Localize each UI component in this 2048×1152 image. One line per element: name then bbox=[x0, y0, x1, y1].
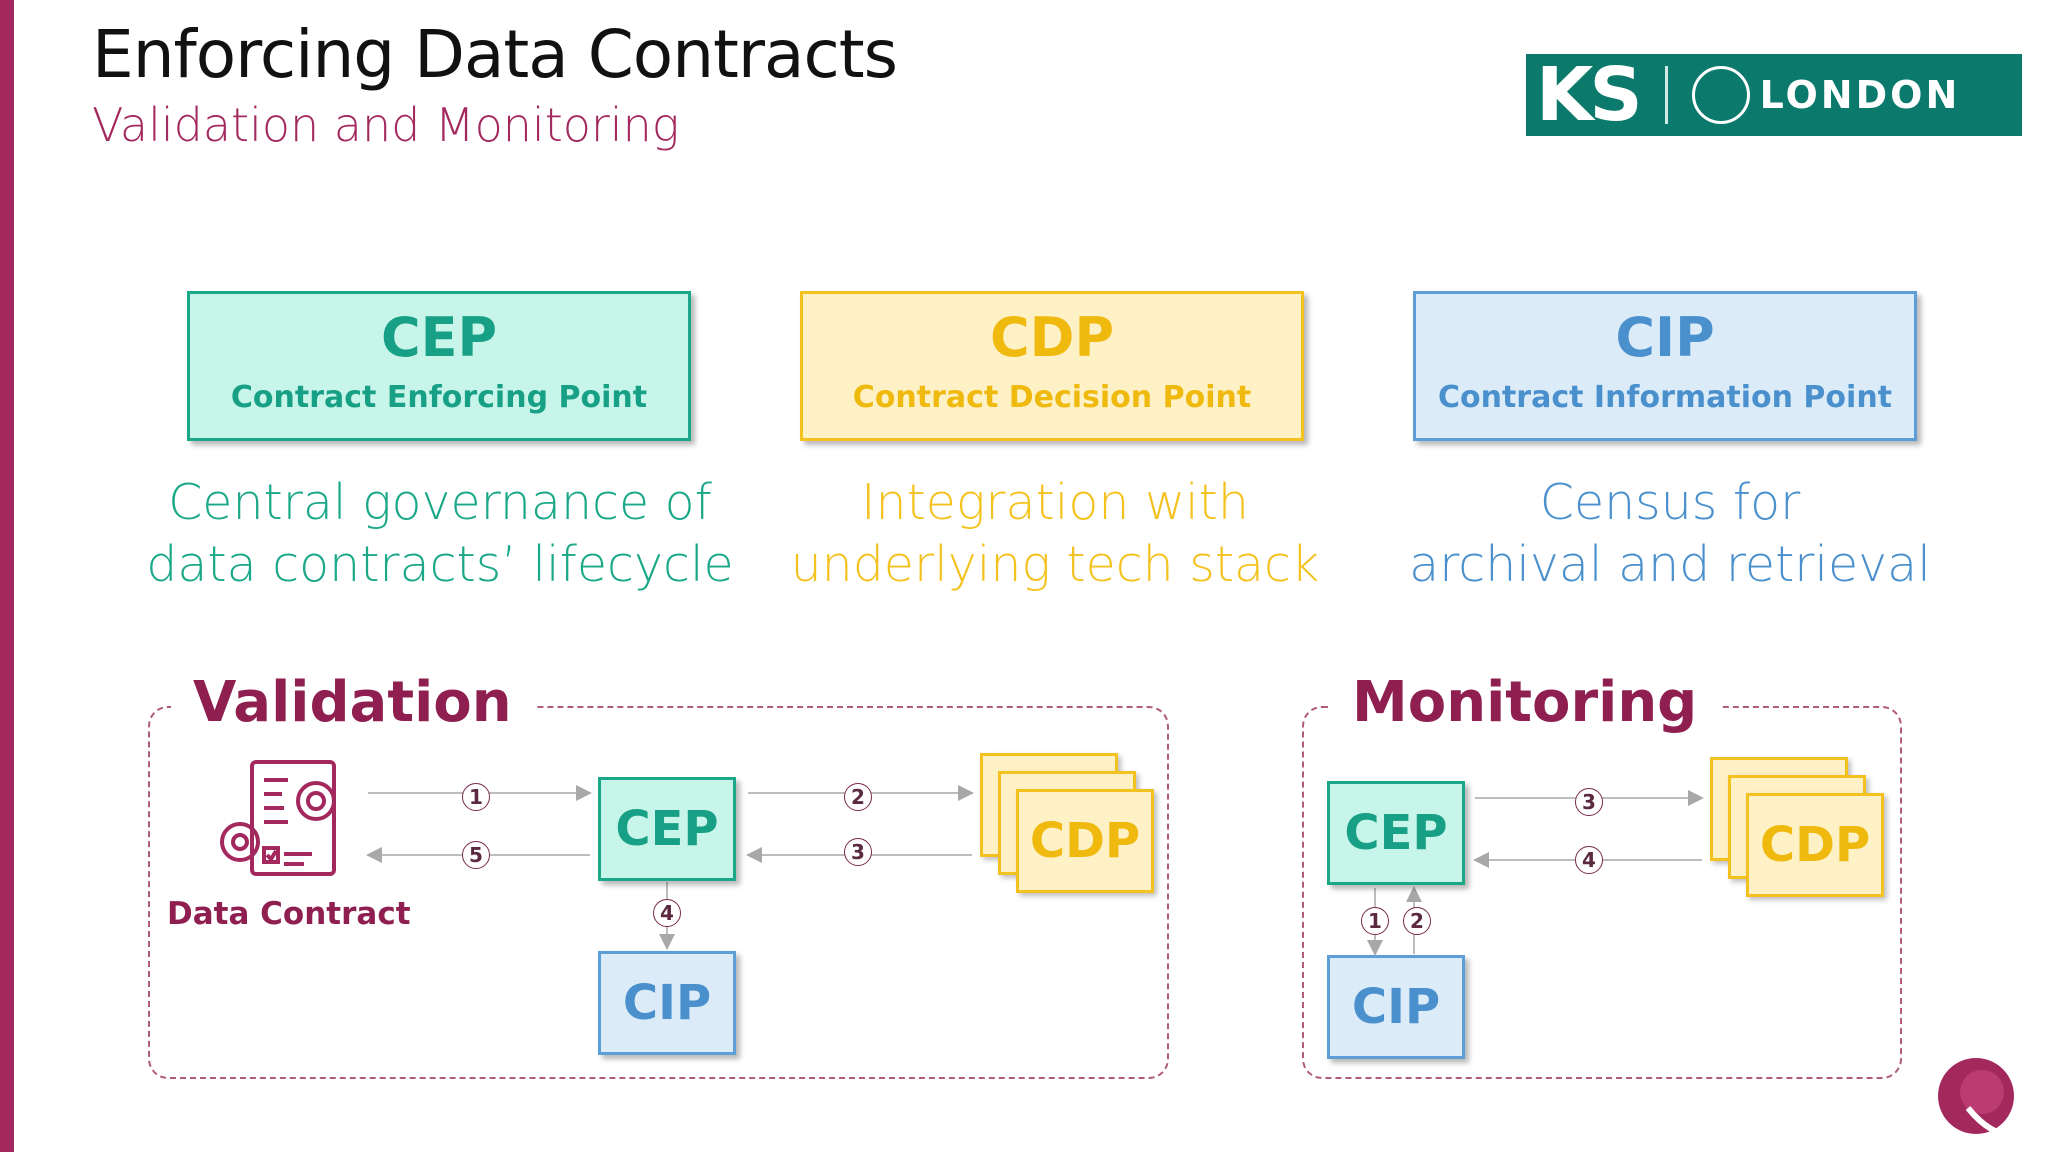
left-accent-bar bbox=[0, 0, 14, 1152]
monitoring-cdp-box: CDP bbox=[1746, 793, 1884, 897]
validation-step-1: 1 bbox=[462, 783, 490, 811]
validation-step-4: 4 bbox=[653, 899, 681, 927]
monitoring-step-1: 1 bbox=[1361, 907, 1389, 935]
cip-description: Census for archival and retrieval bbox=[1360, 472, 1980, 596]
cdp-description-line1: Integration with bbox=[861, 474, 1249, 531]
validation-cdp-box: CDP bbox=[1016, 789, 1154, 893]
cdp-full-name: Contract Decision Point bbox=[852, 380, 1252, 415]
company-q-logo bbox=[1938, 1058, 2021, 1140]
cip-description-line2: archival and retrieval bbox=[1409, 536, 1931, 593]
cip-full-name: Contract Information Point bbox=[1437, 380, 1893, 415]
monitoring-label: Monitoring bbox=[1330, 670, 1720, 735]
monitoring-step-2: 2 bbox=[1403, 907, 1431, 935]
data-contract-icon bbox=[220, 760, 336, 876]
logo-divider bbox=[1664, 66, 1668, 124]
cep-full-name: Contract Enforcing Point bbox=[230, 380, 648, 415]
validation-cep-box: CEP bbox=[598, 777, 736, 881]
monitoring-cip-label: CIP bbox=[1351, 979, 1441, 1035]
cep-abbr: CEP bbox=[380, 306, 498, 369]
slide-subtitle: Validation and Monitoring bbox=[92, 98, 680, 152]
conference-logo: KS LONDON bbox=[1526, 54, 2022, 136]
validation-cep-label: CEP bbox=[615, 801, 719, 857]
cep-description-line1: Central governance of bbox=[168, 474, 712, 531]
cep-description: Central governance of data contracts’ li… bbox=[130, 472, 750, 596]
monitoring-step-4: 4 bbox=[1575, 846, 1603, 874]
monitoring-cdp-label: CDP bbox=[1759, 817, 1871, 873]
monitoring-cip-box: CIP bbox=[1327, 955, 1465, 1059]
cdp-description-line2: underlying tech stack bbox=[790, 536, 1320, 593]
validation-cip-box: CIP bbox=[598, 951, 736, 1055]
validation-step-2: 2 bbox=[844, 783, 872, 811]
cdp-description: Integration with underlying tech stack bbox=[745, 472, 1365, 596]
validation-frame bbox=[148, 706, 1169, 1079]
validation-step-5: 5 bbox=[462, 841, 490, 869]
london-eye-icon bbox=[1691, 66, 1750, 124]
logo-brand: KS bbox=[1536, 52, 1643, 138]
validation-step-3: 3 bbox=[844, 838, 872, 866]
logo-city: LONDON bbox=[1759, 73, 1961, 117]
cdp-abbr: CDP bbox=[989, 306, 1115, 369]
validation-cip-label: CIP bbox=[622, 975, 712, 1031]
validation-label: Validation bbox=[171, 670, 534, 735]
cdp-definition-box: CDP Contract Decision Point bbox=[800, 291, 1304, 441]
monitoring-cep-box: CEP bbox=[1327, 781, 1465, 885]
cip-abbr: CIP bbox=[1615, 306, 1715, 369]
validation-cdp-label: CDP bbox=[1029, 813, 1141, 869]
data-contract-label: Data Contract bbox=[167, 896, 411, 932]
monitoring-cep-label: CEP bbox=[1344, 805, 1448, 861]
cep-definition-box: CEP Contract Enforcing Point bbox=[187, 291, 691, 441]
slide-title: Enforcing Data Contracts bbox=[92, 16, 898, 93]
cip-definition-box: CIP Contract Information Point bbox=[1413, 291, 1917, 441]
monitoring-step-3: 3 bbox=[1575, 788, 1603, 816]
cip-description-line1: Census for bbox=[1539, 474, 1801, 531]
cep-description-line2: data contracts’ lifecycle bbox=[146, 536, 734, 593]
